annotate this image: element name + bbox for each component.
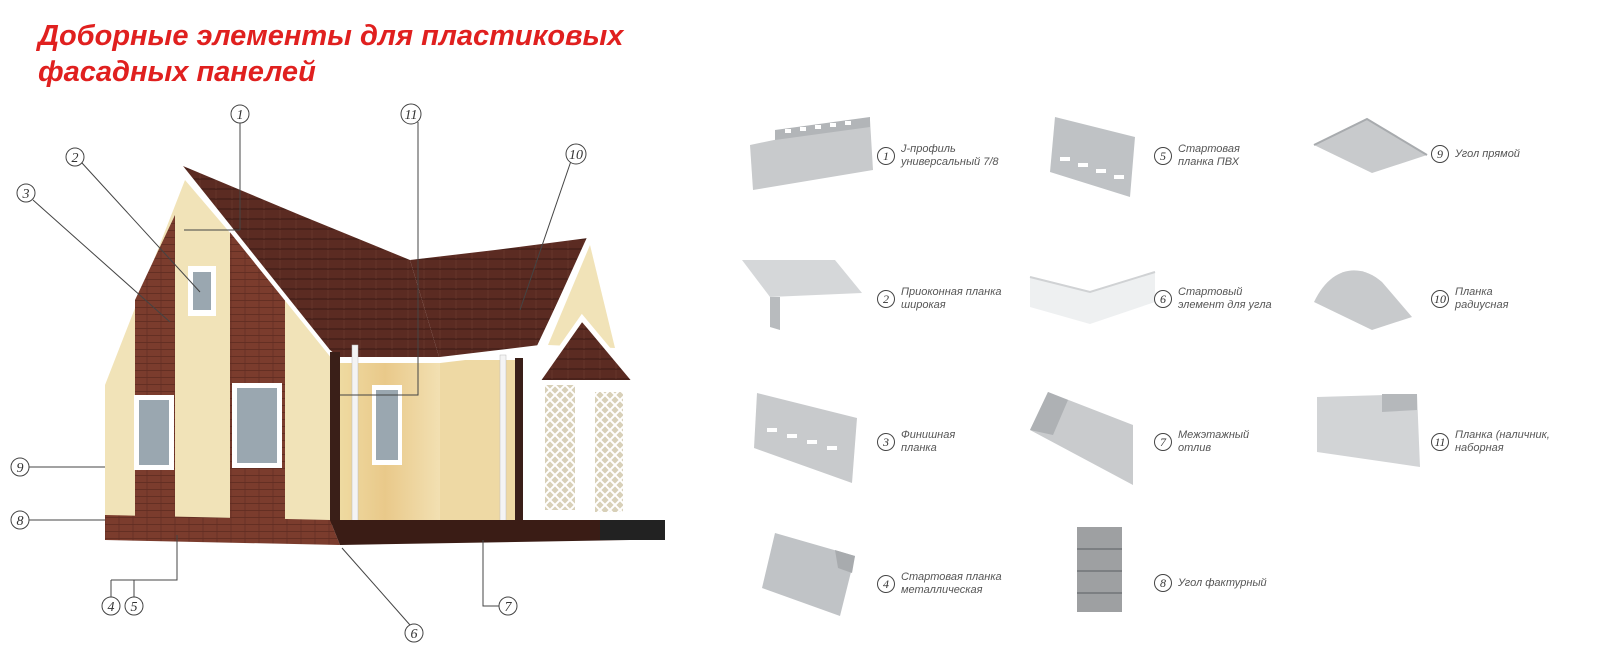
legend-label: Планка (наличник, наборная: [1455, 429, 1550, 454]
steps: [600, 520, 665, 540]
legend-number: 2: [877, 290, 895, 308]
legend-number: 5: [1154, 147, 1172, 165]
legend-item-1: 1 J-профиль универсальный 7/8: [877, 143, 999, 169]
house-illustration: 1 2 3 4 5 6 7 8 9 10 11: [10, 103, 665, 643]
thumb-corner-starter: [1029, 271, 1156, 324]
title-line-1: Доборные элементы для пластиковых: [38, 20, 624, 52]
legend-item-2: 2 Приоконная планка широкая: [877, 286, 1002, 312]
downpipe-right: [499, 354, 507, 526]
legend-number: 10: [1431, 290, 1449, 308]
thumb-straight-corner: [1313, 117, 1428, 173]
gable-trim: [71, 162, 342, 387]
corner-post: [330, 352, 340, 524]
legend-number: 9: [1431, 145, 1449, 163]
thumb-pvc-starter: [1050, 117, 1135, 197]
svg-text:8: 8: [17, 514, 24, 529]
legend-label: Планка радиусная: [1455, 286, 1509, 311]
legend-item-4: 4 Стартовая планка металлическая: [877, 571, 1002, 597]
porch-trim: [532, 313, 640, 387]
legend-label: Межэтажный отлив: [1178, 429, 1250, 454]
legend-label: Стартовый элемент для угла: [1178, 286, 1272, 311]
thumb-j-profile: [750, 117, 873, 190]
legend-label: Финишная планка: [901, 429, 956, 454]
callout-3: 3: [16, 183, 36, 203]
callout-2: 2: [65, 147, 85, 167]
legend-item-3: 3 Финишная планка: [877, 429, 955, 455]
thumb-radius-strip: [1314, 270, 1412, 330]
window-right: [372, 385, 402, 465]
porch-lattice-right: [595, 392, 623, 512]
downpipe-left: [351, 344, 359, 526]
thumb-window-strip: [742, 260, 862, 330]
roof-right: [410, 238, 588, 360]
plinth-left: [105, 515, 340, 545]
roof-main: [183, 166, 440, 362]
legend-item-5: 5 Стартовая планка ПВХ: [1154, 143, 1240, 169]
legend-label: Приоконная планка широкая: [901, 286, 1002, 311]
callout-4: 4: [101, 596, 121, 616]
window-middle: [232, 383, 282, 468]
svg-text:3: 3: [22, 187, 30, 202]
svg-text:10: 10: [569, 148, 583, 163]
eave-trim: [338, 345, 541, 363]
legend-item-9: 9 Угол прямой: [1431, 145, 1520, 163]
svg-text:9: 9: [17, 461, 24, 476]
legend-number: 8: [1154, 574, 1172, 592]
callout-markers: 1 2 3 4 5 6 7 8 9 10 11: [10, 103, 587, 643]
legend-item-6: 6 Стартовый элемент для угла: [1154, 286, 1272, 312]
callout-7: 7: [498, 596, 518, 616]
page-title: Доборные элементы для пластиковых фасадн…: [38, 18, 623, 90]
callout-6: 6: [404, 623, 424, 643]
thumb-textured-corner: [1077, 527, 1122, 612]
legend-number: 3: [877, 433, 895, 451]
legend-label: Стартовая планка ПВХ: [1178, 143, 1240, 168]
plinth-right: [330, 520, 630, 545]
right-gable-wall: [548, 245, 615, 348]
legend-item-7: 7 Межэтажный отлив: [1154, 429, 1249, 455]
callout-1: 1: [230, 104, 250, 124]
corner-post-right: [515, 358, 523, 520]
right-gable-trim: [537, 229, 623, 351]
thumb-finish-strip: [754, 393, 857, 483]
callout-11: 11: [400, 103, 422, 125]
legend-label: J-профиль универсальный 7/8: [901, 143, 999, 168]
legend-label: Стартовая планка металлическая: [901, 571, 1002, 596]
legend-number: 1: [877, 147, 895, 165]
legend-label: Угол прямой: [1455, 147, 1520, 160]
thumb-trim-strip: [1317, 394, 1420, 467]
thumb-metal-starter: [762, 533, 855, 616]
svg-text:6: 6: [411, 627, 418, 642]
svg-text:11: 11: [405, 108, 418, 123]
window-attic: [188, 266, 216, 316]
svg-text:5: 5: [131, 600, 138, 615]
legend-item-10: 10 Планка радиусная: [1431, 286, 1508, 312]
title-line-2: фасадных панелей: [38, 56, 316, 88]
callout-8: 8: [10, 510, 30, 530]
callout-9: 9: [10, 457, 30, 477]
right-wall: [440, 360, 520, 520]
svg-text:7: 7: [505, 600, 513, 615]
callout-5: 5: [124, 596, 144, 616]
legend-item-8: 8 Угол фактурный: [1154, 574, 1267, 592]
legend-number: 6: [1154, 290, 1172, 308]
window-left: [134, 395, 174, 470]
legend-label: Угол фактурный: [1178, 576, 1267, 589]
legend-number: 11: [1431, 433, 1449, 451]
svg-text:1: 1: [237, 108, 244, 123]
legend-number: 4: [877, 575, 895, 593]
thumb-drip-edge: [1030, 392, 1133, 485]
svg-text:2: 2: [72, 151, 79, 166]
porch-roof: [540, 320, 635, 380]
legend-item-11: 11 Планка (наличник, наборная: [1431, 429, 1550, 455]
svg-text:4: 4: [108, 600, 115, 615]
callout-10: 10: [565, 143, 587, 165]
legend-number: 7: [1154, 433, 1172, 451]
porch-lattice-left: [545, 385, 575, 510]
